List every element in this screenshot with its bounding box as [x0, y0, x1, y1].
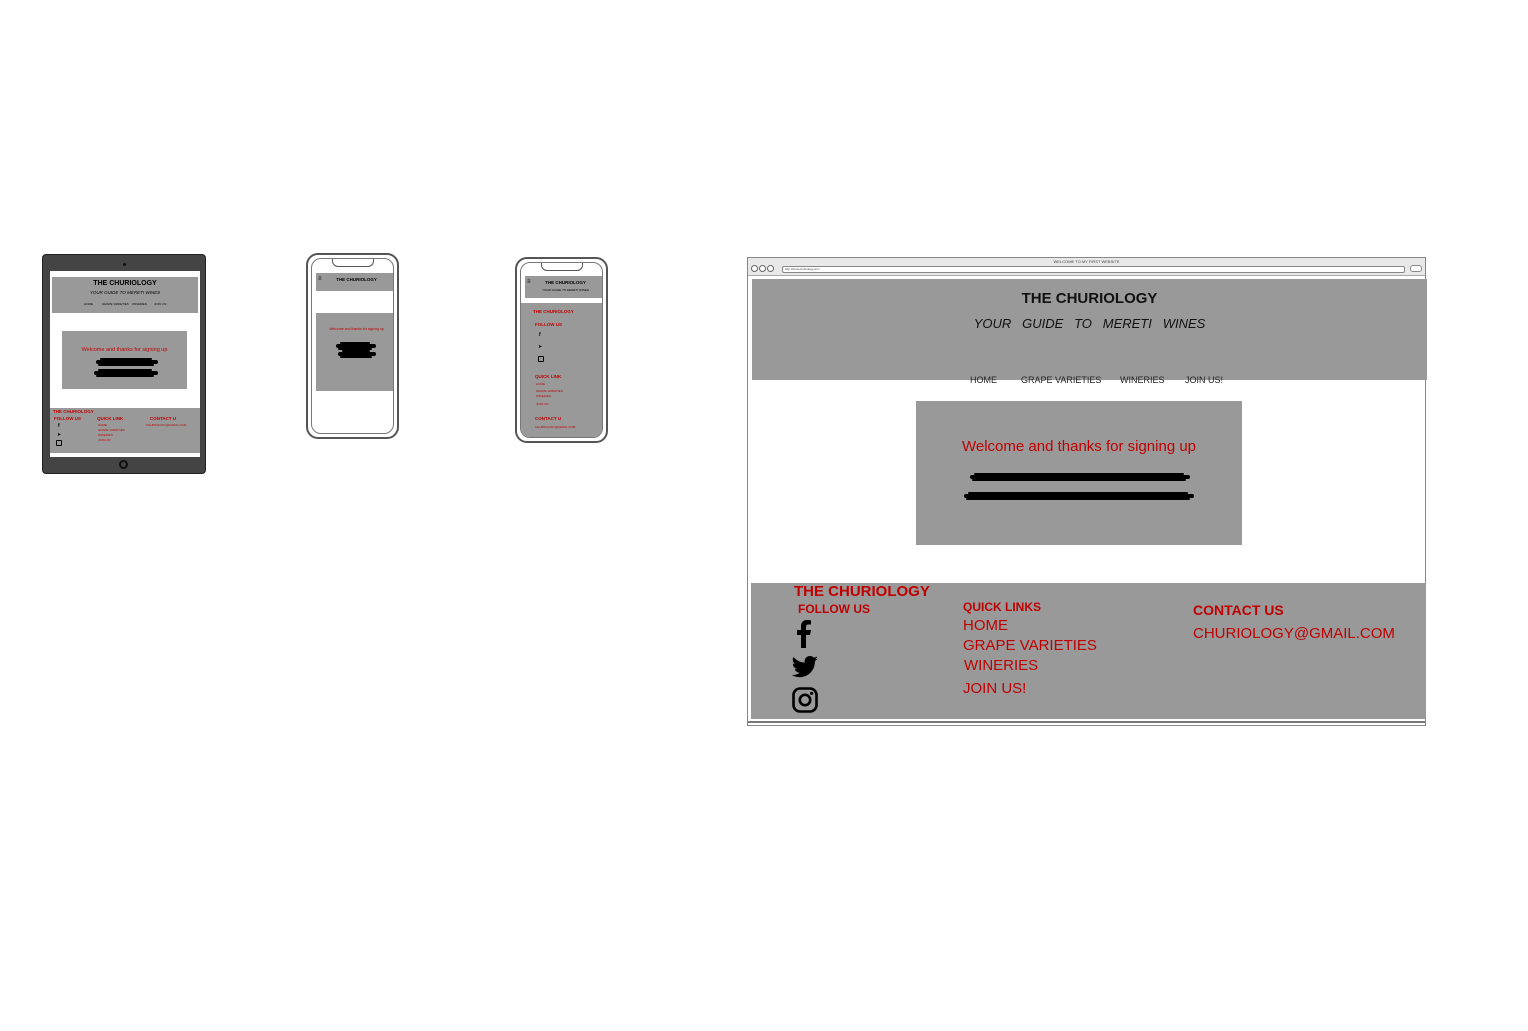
phone-screen-message: ≡ THE CHURIOLOGY Welcome and thanks for … — [311, 258, 394, 434]
phone-mockup-footer: ≡ THE CHURIOLOGY YOUR GUIDE TO MERETI WI… — [515, 257, 608, 443]
footer-contact-us: CONTACT US — [1193, 602, 1284, 618]
phone2-link-wineries[interactable]: WINERIES — [536, 394, 551, 398]
phone1-scribble-2 — [338, 350, 376, 358]
tablet-nav-home[interactable]: HOME — [84, 302, 93, 306]
phone2-facebook-icon[interactable]: f — [539, 332, 541, 338]
phone-notch — [540, 263, 583, 271]
nav-grape-varieties[interactable]: GRAPE VARIETIES — [1021, 375, 1102, 385]
footer-link-grape-varieties[interactable]: GRAPE VARIETIES — [963, 637, 1097, 654]
tablet-quick-link: QUICK LINK — [97, 416, 124, 421]
phone1-scribble-1 — [336, 342, 376, 350]
phone1-message-heading: Welcome and thanks for signing up — [329, 327, 384, 331]
nav-join-us[interactable]: JOIN US! — [1185, 375, 1224, 385]
message-scribble-2 — [964, 492, 1194, 500]
tablet-follow-us: FOLLOW US — [54, 416, 81, 421]
message-scribble-1 — [970, 473, 1190, 481]
phone1-site-title: THE CHURIOLOGY — [336, 277, 377, 282]
phone2-tagline: YOUR GUIDE TO MERETI WINES — [542, 288, 589, 292]
tablet-header: THE CHURIOLOGY YOUR GUIDE TO MERETI WINE… — [52, 277, 198, 313]
phone1-menu-icon[interactable]: ≡ — [318, 276, 322, 282]
footer-link-join-us[interactable]: JOIN US! — [963, 680, 1027, 697]
tablet-link-join[interactable]: JOIN US! — [98, 438, 111, 442]
forward-icon[interactable] — [759, 265, 766, 272]
instagram-icon[interactable] — [792, 687, 818, 713]
phone1-message-box: Welcome and thanks for signing up — [316, 313, 393, 391]
phone-notch — [331, 259, 374, 267]
tablet-footer-brand: THE CHURIOLOGY — [53, 409, 94, 414]
tablet-facebook-icon[interactable]: f — [58, 423, 60, 429]
phone-screen-footer: ≡ THE CHURIOLOGY YOUR GUIDE TO MERETI WI… — [520, 262, 603, 438]
tablet-scribble-1 — [96, 358, 158, 366]
site-footer: THE CHURIOLOGY FOLLOW US QUICK LINKS HOM… — [751, 583, 1426, 719]
footer-link-home[interactable]: HOME — [963, 617, 1008, 634]
tablet-screen: THE CHURIOLOGY YOUR GUIDE TO MERETI WINE… — [50, 271, 200, 457]
twitter-icon[interactable] — [791, 656, 819, 679]
phone2-email[interactable]: CHURIOLOGY@GMAIL.COM — [535, 425, 576, 429]
nav-wineries[interactable]: WINERIES — [1120, 375, 1165, 385]
phone2-header: ≡ THE CHURIOLOGY YOUR GUIDE TO MERETI WI… — [525, 276, 602, 298]
phone2-link-join[interactable]: JOIN US! — [536, 402, 549, 406]
tablet-tagline: YOUR GUIDE TO MERETI WINES — [89, 290, 161, 295]
desktop-browser-mockup: WELCOME TO MY FIRST WEBSITE http://www.c… — [747, 257, 1427, 726]
tablet-nav-wineries[interactable]: WINERIES — [132, 302, 147, 306]
browser-chrome: WELCOME TO MY FIRST WEBSITE http://www.c… — [748, 258, 1425, 276]
phone2-twitter-icon[interactable]: ➤ — [538, 344, 543, 350]
address-text: http://www.churiology.com — [785, 267, 820, 271]
footer-quick-links: QUICK LINKS — [963, 600, 1041, 614]
tablet-message-heading: Welcome and thanks for signing up — [81, 347, 168, 353]
footer-link-wineries[interactable]: WINERIES — [964, 657, 1039, 674]
footer-email[interactable]: CHURIOLOGY@GMAIL.COM — [1193, 625, 1395, 642]
site-header: THE CHURIOLOGY YOUR GUIDE TO MERETI WINE… — [752, 279, 1427, 385]
tablet-twitter-icon[interactable]: ➤ — [57, 432, 62, 438]
tablet-mockup: THE CHURIOLOGY YOUR GUIDE TO MERETI WINE… — [42, 254, 206, 474]
back-icon[interactable] — [751, 265, 758, 272]
search-field[interactable] — [1410, 265, 1422, 272]
phone2-link-grape[interactable]: GRAPE VARIETIES — [536, 389, 563, 393]
phone2-site-title: THE CHURIOLOGY — [545, 280, 586, 285]
signup-message-box: Welcome and thanks for signing up — [916, 401, 1242, 545]
browser-bottom-bar — [748, 721, 1425, 723]
nav-home[interactable]: HOME — [970, 375, 997, 385]
phone2-footer: THE CHURIOLOGY FOLLOW US f ➤ QUICK LINK … — [521, 303, 602, 437]
tablet-contact-us: CONTACT U — [150, 416, 177, 421]
browser-tab-title[interactable]: WELCOME TO MY FIRST WEBSITE — [1053, 259, 1120, 264]
phone-mockup-message: ≡ THE CHURIOLOGY Welcome and thanks for … — [306, 253, 399, 439]
phone1-header: ≡ THE CHURIOLOGY — [316, 273, 393, 291]
phone2-menu-icon[interactable]: ≡ — [527, 279, 531, 285]
phone2-contact-us: CONTACT U — [535, 416, 562, 421]
tablet-instagram-icon[interactable] — [56, 440, 62, 446]
tablet-nav-join[interactable]: JOIN US! — [154, 302, 167, 306]
tablet-home-button[interactable] — [119, 460, 128, 469]
tablet-camera — [123, 263, 126, 266]
phone2-link-home[interactable]: HOME — [536, 382, 545, 386]
site-tagline: YOUR GUIDE TO MERETI WINES — [973, 316, 1206, 331]
footer-follow-us: FOLLOW US — [798, 602, 870, 616]
tablet-site-title: THE CHURIOLOGY — [93, 280, 157, 287]
tablet-link-wineries[interactable]: WINERIES — [98, 433, 113, 437]
footer-brand: THE CHURIOLOGY — [794, 583, 930, 600]
phone2-footer-brand: THE CHURIOLOGY — [533, 309, 574, 314]
message-heading: Welcome and thanks for signing up — [961, 438, 1197, 455]
tablet-link-grape[interactable]: GRAPE VARIETIES — [98, 428, 125, 432]
tablet-link-home[interactable]: HOME — [98, 423, 107, 427]
site-title: THE CHURIOLOGY — [1021, 290, 1158, 307]
tablet-footer: THE CHURIOLOGY FOLLOW US f ➤ QUICK LINK … — [50, 408, 200, 453]
address-bar[interactable]: http://www.churiology.com — [782, 266, 1405, 273]
tablet-message-box: Welcome and thanks for signing up — [62, 331, 187, 389]
tablet-nav-grape[interactable]: GRAPE VARIETIES — [102, 302, 129, 306]
phone2-follow-us: FOLLOW US — [535, 322, 562, 327]
tablet-email[interactable]: CHURIOLOGY@GMAIL.COM — [146, 423, 187, 427]
reload-icon[interactable] — [767, 265, 774, 272]
phone2-quick-link: QUICK LINK — [535, 374, 562, 379]
phone2-instagram-icon[interactable] — [538, 356, 544, 362]
tablet-scribble-2 — [94, 369, 158, 377]
facebook-icon[interactable] — [795, 620, 813, 648]
